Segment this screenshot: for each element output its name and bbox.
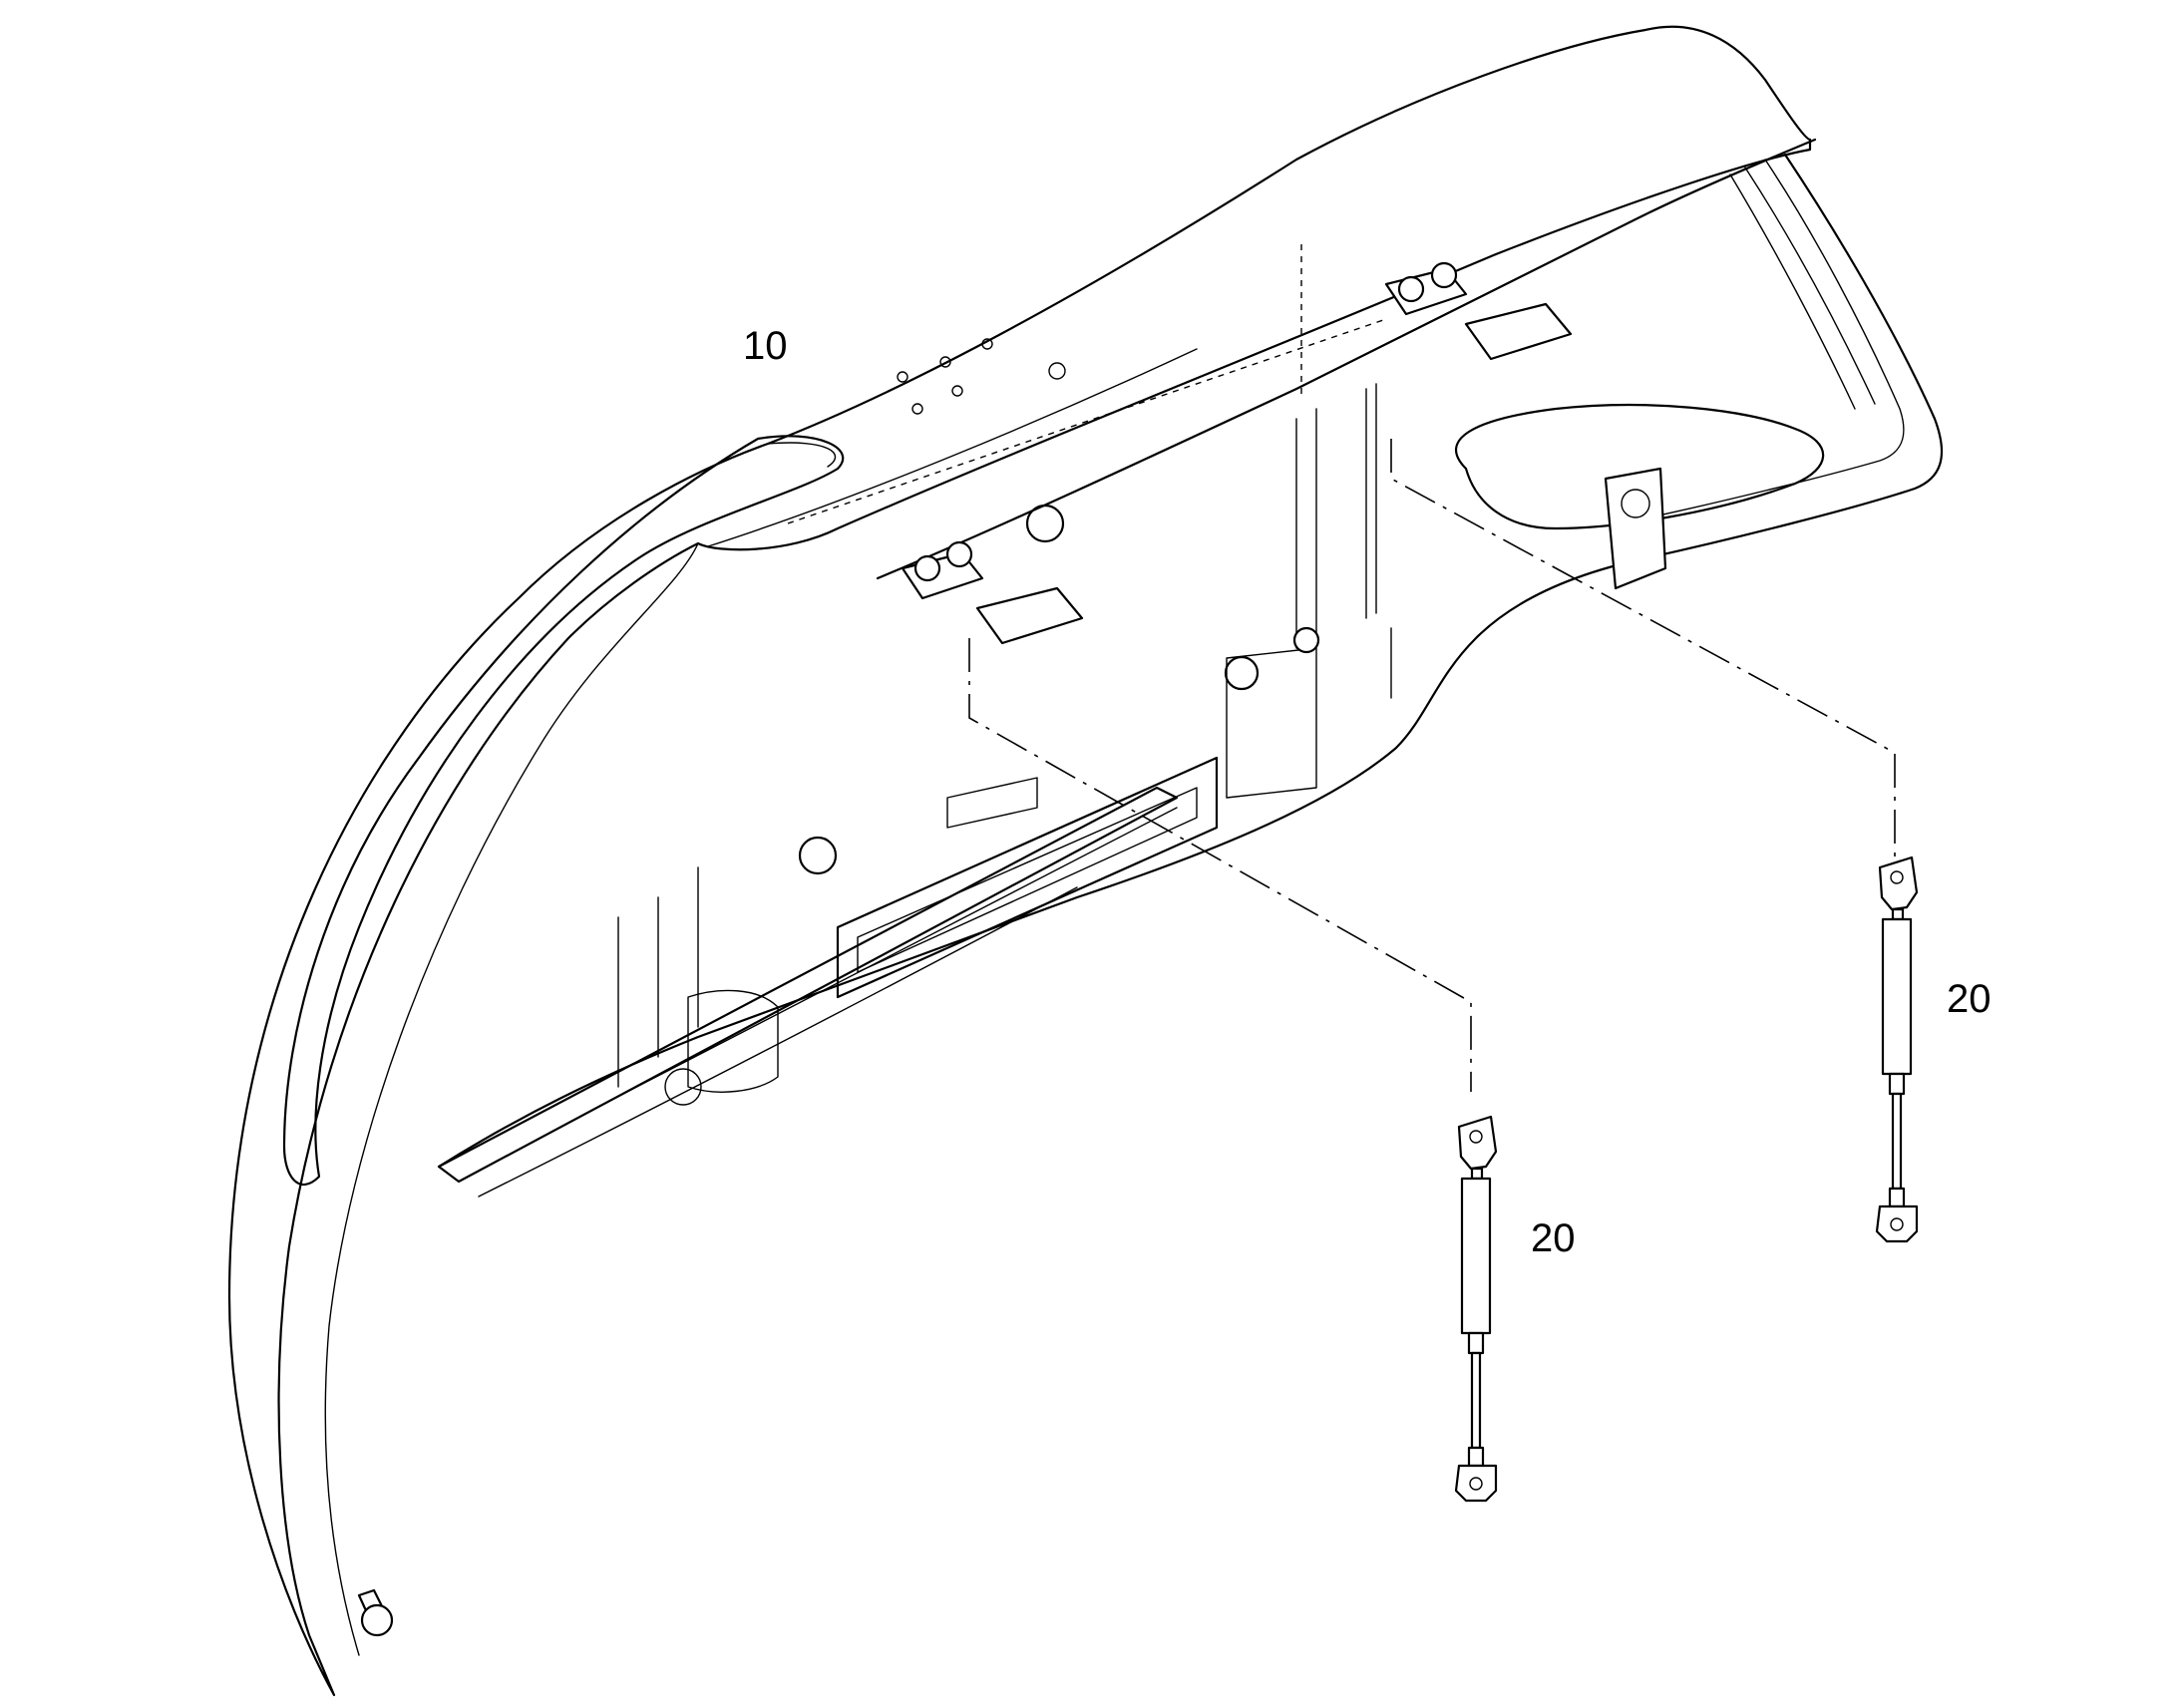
hood-cover-assembly — [227, 25, 1944, 1697]
leader-lines — [787, 244, 1896, 1092]
callout-part-10: 10 — [743, 324, 788, 368]
gas-strut-left — [1454, 1115, 1498, 1503]
callout-part-20-right: 20 — [1947, 977, 1992, 1021]
callout-part-20-left: 20 — [1531, 1216, 1576, 1260]
gas-strut-right — [1875, 855, 1919, 1243]
